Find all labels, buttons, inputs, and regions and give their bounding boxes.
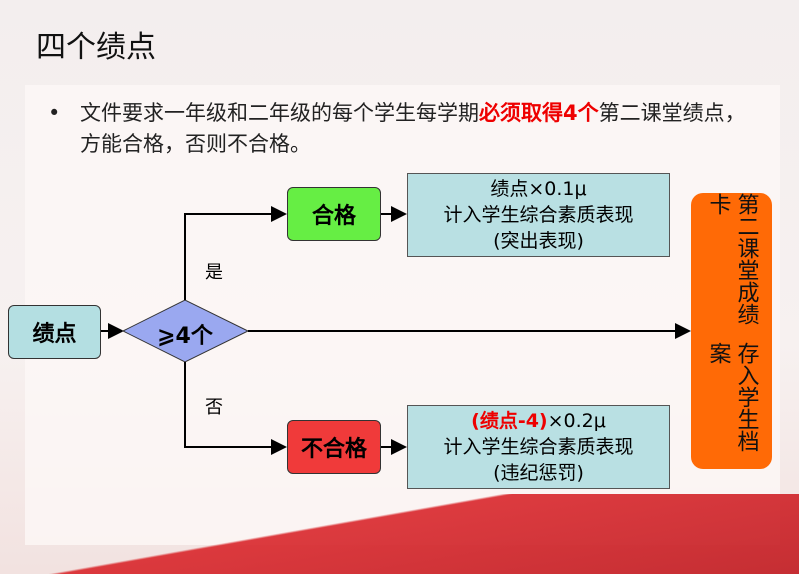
fail-info-line: (绩点-4)×0.2μ	[471, 408, 606, 434]
record-card-node: 第二课堂成绩卡 存入学生档案	[691, 193, 772, 469]
yes-label: 是	[205, 262, 223, 283]
decorative-red-wave	[0, 494, 799, 574]
pass-info-line: 计入学生综合素质表现	[443, 204, 634, 226]
start-node: 绩点	[8, 305, 101, 359]
arrow-no	[184, 362, 287, 455]
no-label: 否	[205, 397, 223, 418]
fail-formula: ×0.2μ	[547, 410, 606, 432]
pass-info-line: (突出表现)	[493, 230, 584, 252]
pass-info-line: 绩点×0.1μ	[490, 178, 587, 200]
slide-title: 四个绩点	[36, 30, 156, 65]
pass-info-box: 绩点×0.1μ 计入学生综合素质表现 (突出表现)	[407, 173, 670, 257]
pass-node: 合格	[287, 187, 381, 241]
card-line: 存入学生档案	[705, 341, 759, 452]
decision-label: ⩾4个	[157, 324, 213, 349]
bullet-highlight: 必须取得4个	[479, 101, 599, 125]
fail-info-line: (违纪惩罚)	[493, 462, 584, 484]
fail-node: 不合格	[287, 420, 381, 474]
arrow-yes	[184, 206, 287, 300]
card-line: 第二课堂成绩卡	[705, 193, 759, 325]
fail-info-line: 计入学生综合素质表现	[443, 436, 634, 458]
bullet-text: • 文件要求一年级和二年级的每个学生每学期必须取得4个第二课堂绩点，方能合格，否则…	[48, 98, 760, 160]
fail-formula-red: (绩点-4)	[471, 410, 548, 432]
bullet-icon: •	[48, 101, 61, 125]
bullet-text-part: 文件要求一年级和二年级的每个学生每学期	[80, 101, 479, 125]
fail-info-box: (绩点-4)×0.2μ 计入学生综合素质表现 (违纪惩罚)	[407, 405, 670, 489]
bullet-text-part: 第二课堂绩点，方能合格，否则不合格。	[80, 101, 746, 156]
